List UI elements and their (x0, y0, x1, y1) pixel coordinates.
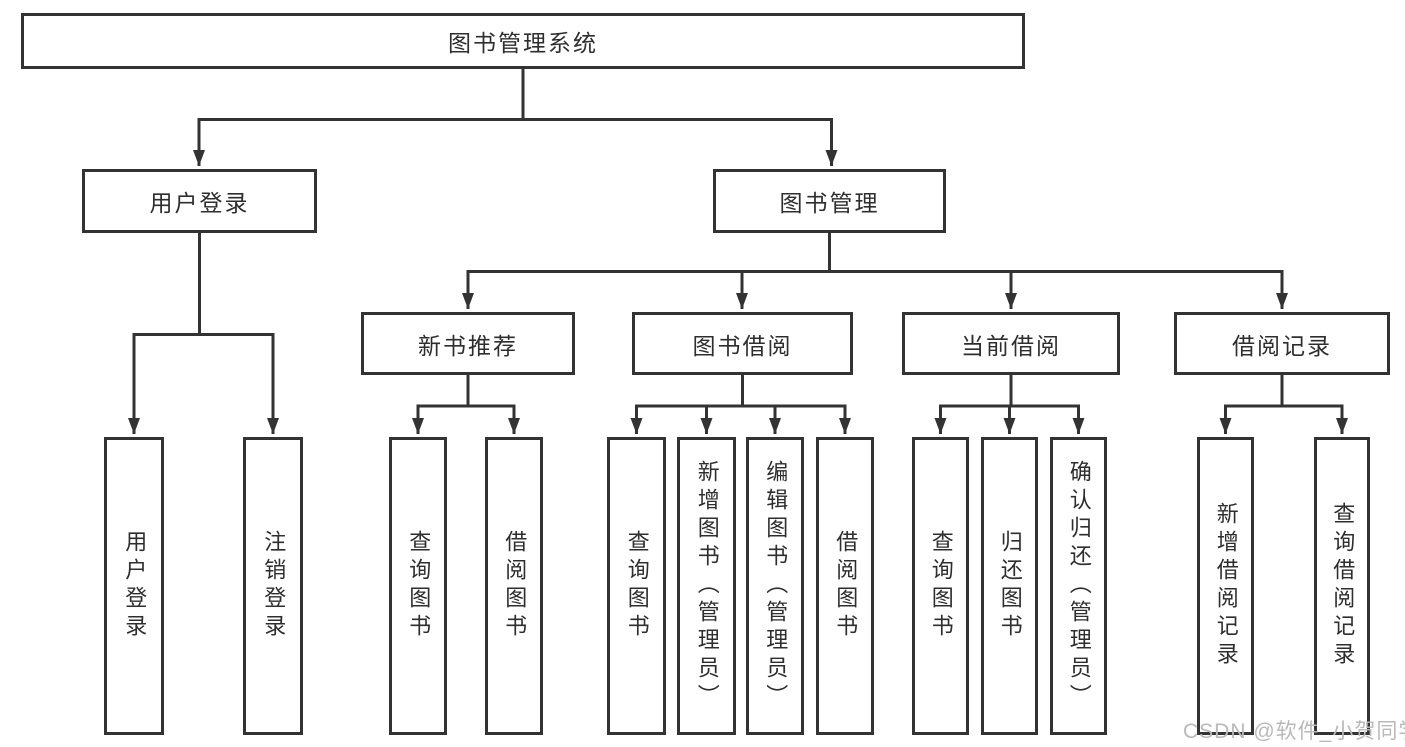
leaf-borrow-books-1: 借阅图书 (485, 437, 543, 735)
leaf-query-books-3: 查询图书 (912, 437, 969, 735)
node-label: 图书管理系统 (448, 30, 598, 56)
leaf-query-books-1: 查询图书 (389, 437, 447, 735)
node-label: 查询图书 (928, 530, 954, 642)
node-label: 图书管理 (779, 190, 880, 216)
node-label: 归还图书 (997, 530, 1023, 642)
leaf-borrow-books-2: 借阅图书 (816, 437, 874, 735)
node-new-book-recommend: 新书推荐 (361, 312, 575, 375)
leaf-user-login: 用户登录 (104, 437, 164, 735)
node-label: 新书推荐 (418, 332, 518, 359)
node-current-borrowing: 当前借阅 (902, 312, 1120, 375)
leaf-query-borrow-record: 查询借阅记录 (1314, 437, 1370, 735)
node-label: 查询图书 (624, 530, 650, 642)
leaf-logout: 注销登录 (243, 437, 303, 735)
node-label: 借阅图书 (502, 530, 528, 642)
leaf-edit-book-admin: 编辑图书（管理员） (746, 437, 804, 735)
leaf-add-book-admin: 新增图书（管理员） (677, 437, 736, 735)
node-label: 注销登录 (261, 530, 287, 642)
node-label: 借阅记录 (1232, 332, 1332, 359)
leaf-confirm-return-admin: 确认归还（管理员） (1050, 437, 1107, 735)
node-book-management: 图书管理 (713, 169, 946, 233)
leaf-add-borrow-record: 新增借阅记录 (1197, 437, 1254, 735)
node-user-login: 用户登录 (82, 169, 317, 233)
node-label: 查询借阅记录 (1330, 502, 1356, 670)
node-label: 当前借阅 (961, 332, 1061, 359)
node-label: 图书借阅 (692, 332, 793, 359)
node-label: 借阅图书 (833, 530, 859, 642)
node-label: 新增图书（管理员） (694, 460, 720, 712)
node-book-borrowing: 图书借阅 (632, 312, 853, 375)
node-label: 用户登录 (149, 190, 250, 216)
node-label: 确认归还（管理员） (1066, 460, 1092, 712)
leaf-return-books: 归还图书 (981, 437, 1038, 735)
leaf-query-books-2: 查询图书 (607, 437, 666, 735)
node-label: 编辑图书（管理员） (763, 460, 789, 712)
csdn-watermark: CSDN @软件_小贺同学 (1183, 720, 1405, 743)
node-label: 查询图书 (406, 530, 432, 642)
node-library-system: 图书管理系统 (21, 13, 1025, 69)
node-label: 用户登录 (122, 530, 148, 642)
node-borrowing-records: 借阅记录 (1174, 312, 1390, 375)
node-label: 新增借阅记录 (1213, 502, 1239, 670)
